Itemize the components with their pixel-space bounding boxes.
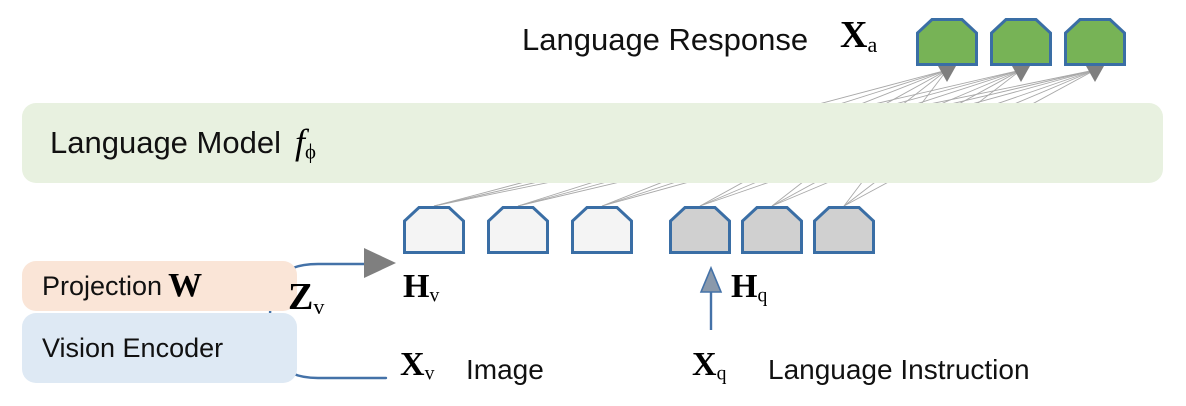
w-symbol: W bbox=[168, 269, 202, 303]
z-v-sub: v bbox=[313, 293, 325, 319]
language-response-caption: Language Response bbox=[522, 22, 809, 57]
language-model-label: Language Model bbox=[50, 125, 281, 160]
f-phi-symbol: fϕ bbox=[295, 124, 316, 162]
h-q-sub: q bbox=[757, 284, 768, 307]
image-caption: Image bbox=[466, 354, 544, 385]
h-q-symbol: Hq bbox=[731, 270, 767, 306]
language-response-token bbox=[916, 18, 978, 66]
x-v-sub: v bbox=[424, 362, 435, 385]
x-a-sub: a bbox=[867, 31, 878, 57]
vision-encoder-label: Vision Encoder bbox=[42, 332, 224, 363]
language-response-token bbox=[990, 18, 1052, 66]
visual-feature-token bbox=[571, 206, 633, 254]
x-a-symbol: Xa bbox=[840, 16, 877, 56]
h-v-base: H bbox=[403, 268, 430, 305]
x-q-sub: q bbox=[716, 362, 727, 385]
w-symbol-base: W bbox=[168, 267, 203, 304]
f-phi-base: f bbox=[294, 121, 305, 162]
x-v-symbol: Xv bbox=[400, 348, 434, 384]
instruction-token bbox=[741, 206, 803, 254]
projection-band: Projection W bbox=[22, 261, 297, 311]
x-q-symbol: Xq bbox=[692, 348, 726, 384]
h-q-base: H bbox=[731, 268, 758, 305]
x-v-base: X bbox=[400, 346, 425, 383]
z-v-symbol: Zv bbox=[288, 278, 324, 318]
visual-feature-token bbox=[403, 206, 465, 254]
x-q-base: X bbox=[692, 346, 717, 383]
projection-label: Projection bbox=[42, 270, 163, 301]
visual-feature-token bbox=[487, 206, 549, 254]
x-a-base: X bbox=[840, 14, 868, 56]
language-response-token bbox=[1064, 18, 1126, 66]
vision-encoder-band: Vision Encoder bbox=[22, 313, 297, 383]
h-v-sub: v bbox=[429, 284, 440, 307]
h-v-symbol: Hv bbox=[403, 270, 439, 306]
instruction-token bbox=[669, 206, 731, 254]
language-model-band: Language Model fϕ bbox=[22, 103, 1163, 183]
f-phi-sub: ϕ bbox=[305, 139, 316, 164]
z-v-base: Z bbox=[288, 276, 314, 318]
instruction-token bbox=[813, 206, 875, 254]
language-instruction-caption: Language Instruction bbox=[768, 354, 1030, 385]
